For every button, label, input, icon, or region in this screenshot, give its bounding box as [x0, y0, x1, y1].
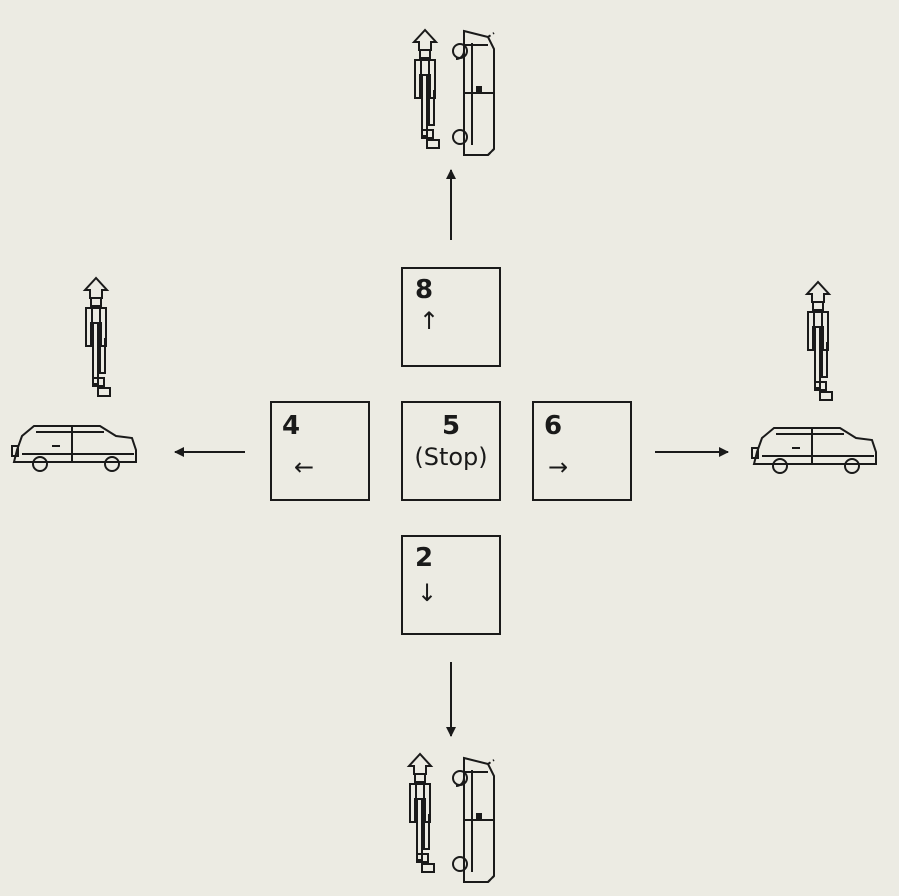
left-arrow-icon: ←	[294, 453, 315, 481]
key-5-stop-label: (Stop)	[414, 443, 488, 471]
key-5-stop[interactable]: 5 (Stop)	[401, 401, 501, 501]
key-8-number: 8	[415, 275, 434, 305]
key-5-number: 5	[441, 411, 461, 441]
key-8-up[interactable]: 8 ↑	[401, 267, 501, 367]
key-2-number: 2	[415, 543, 434, 573]
car-left-figure	[11, 425, 137, 472]
up-arrow-icon: ↑	[419, 307, 440, 335]
car-right-figure	[751, 427, 877, 474]
key-6-number: 6	[544, 411, 563, 441]
key-4-number: 4	[282, 411, 301, 441]
person-left-figure	[84, 277, 111, 397]
key-6-right[interactable]: 6 →	[532, 401, 632, 501]
right-arrow-icon: →	[548, 453, 569, 481]
car-bottom-figure	[452, 757, 495, 883]
key-4-left[interactable]: 4 ←	[270, 401, 370, 501]
car-top-figure	[452, 30, 495, 156]
person-top-figure	[413, 29, 440, 149]
down-arrow-icon: ↓	[417, 579, 438, 607]
key-2-down[interactable]: 2 ↓	[401, 535, 501, 635]
person-bottom-figure	[408, 753, 435, 873]
person-right-figure	[806, 281, 833, 401]
